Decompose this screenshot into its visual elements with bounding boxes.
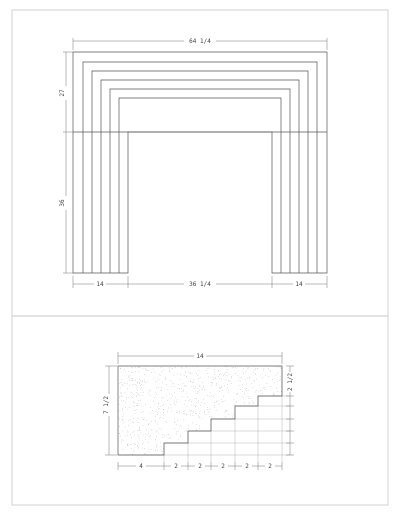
dim-vertical: 27 36: [59, 51, 73, 274]
dim-opening-label: 36 1/4: [189, 281, 211, 288]
dim-step-label: 2: [221, 463, 225, 470]
block-grid: [118, 366, 290, 462]
dim-leg-right-label: 14: [295, 281, 303, 288]
dim-step-label: 2: [245, 463, 249, 470]
dim-block-right-step-label: 2 1/2: [287, 373, 294, 391]
dim-block-bottom-steps: 4 2 2 2 2 2: [117, 462, 283, 470]
mantel-outline: [72, 51, 328, 274]
dim-block-height: 7 1/2: [102, 365, 117, 456]
dim-leg-left-label: 14: [96, 281, 104, 288]
bottom-panel-frame: [11, 315, 389, 506]
dim-step-label: 4: [139, 463, 143, 470]
dim-block-width-label: 14: [196, 353, 204, 360]
dim-leg-height-label: 36: [59, 199, 66, 207]
block-stipple: [118, 366, 282, 455]
mantel-elevation: 64 1/4 27 36 14 36 1/4 14: [59, 36, 328, 288]
block-detail: 14 7 1/2 2 1/2: [102, 352, 296, 470]
dim-block-height-label: 7 1/2: [103, 396, 110, 414]
dim-step-label: 2: [268, 463, 272, 470]
dim-bottom-widths: 14 36 1/4 14: [72, 276, 328, 288]
dim-top-height-label: 27: [59, 89, 66, 97]
dim-overall-width-label: 64 1/4: [189, 38, 211, 45]
dim-step-label: 2: [198, 463, 202, 470]
dim-step-label: 2: [174, 463, 178, 470]
dim-block-width: 14: [117, 352, 283, 364]
dim-overall-width: 64 1/4: [72, 36, 328, 50]
block-outline: [117, 365, 283, 456]
molding-steps: [82, 61, 318, 273]
dim-block-right-step: 2 1/2: [286, 365, 296, 456]
top-panel-frame: [11, 9, 389, 317]
